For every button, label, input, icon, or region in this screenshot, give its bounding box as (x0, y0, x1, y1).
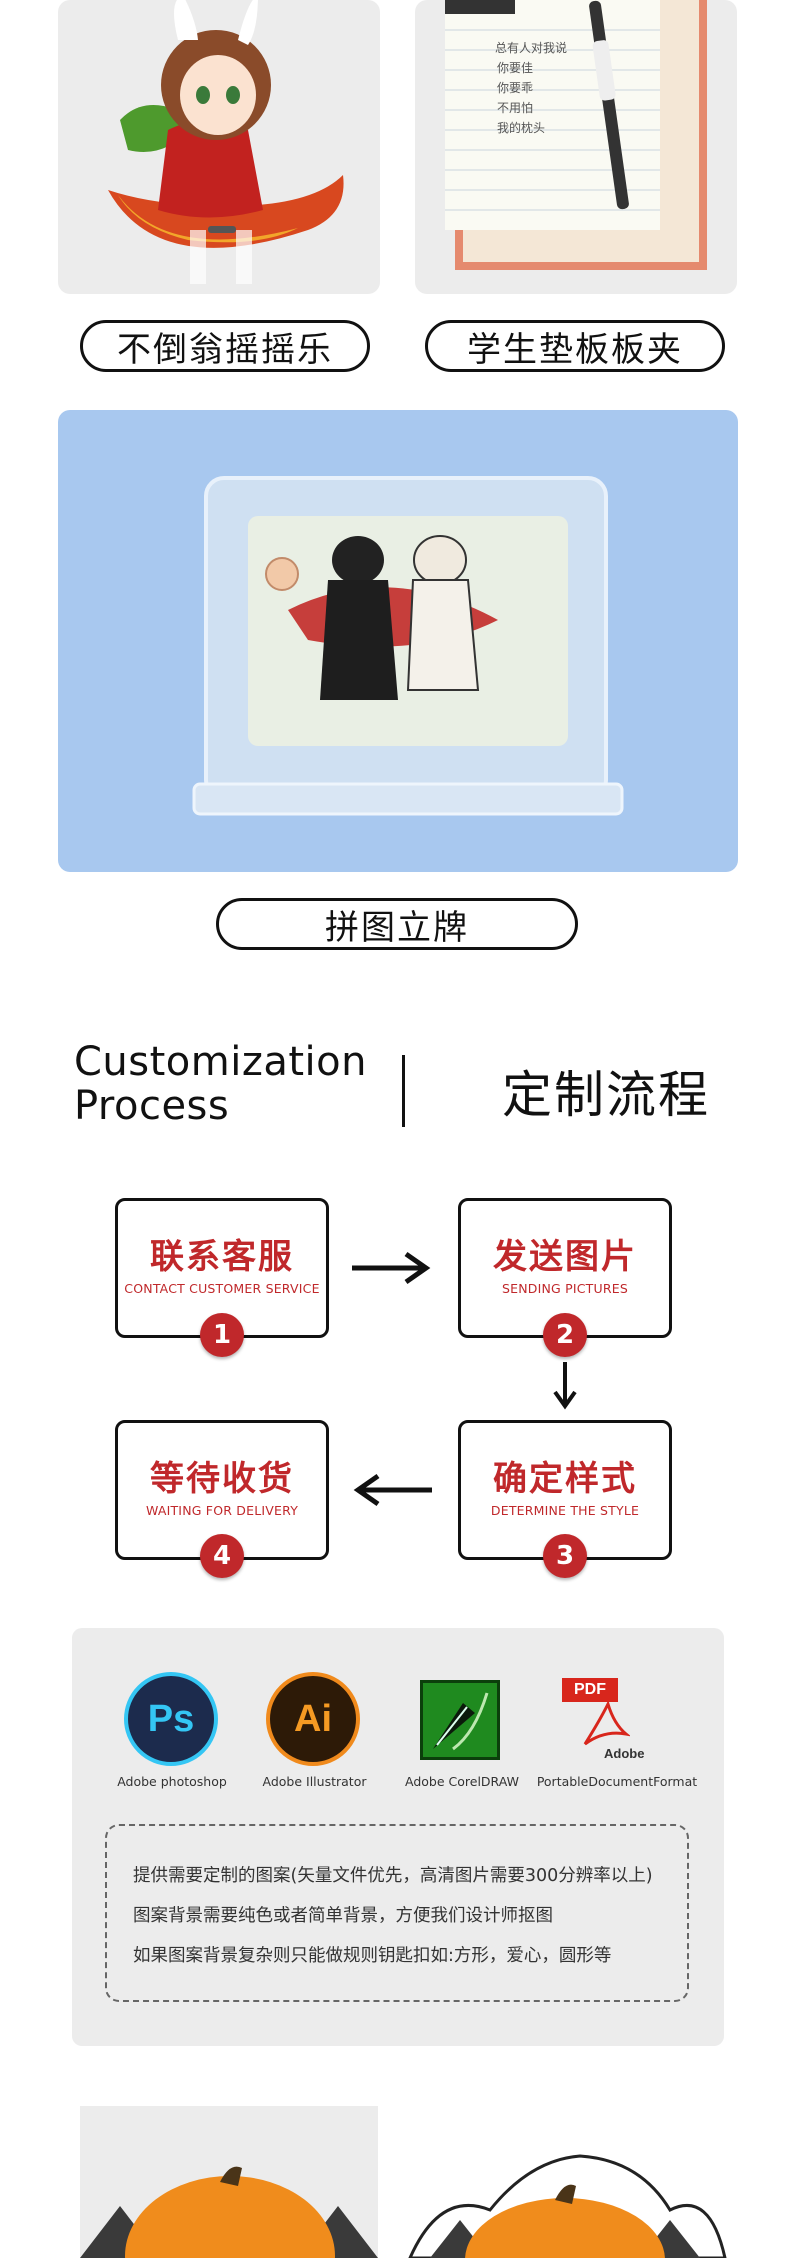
tumbler-label-pill: 不倒翁摇摇乐 (80, 320, 370, 372)
step-title-en: CONTACT CUSTOMER SERVICE (124, 1281, 320, 1296)
pdf-label: PortableDocumentFormat (536, 1774, 698, 1789)
arrow-down-icon (553, 1362, 577, 1410)
puzzle-label: 拼图立牌 (325, 907, 469, 948)
step-title-en: DETERMINE THE STYLE (490, 1503, 640, 1518)
pumpkin-photo (80, 2106, 378, 2258)
arrow-left-icon (353, 1473, 432, 1507)
process-title-cn: 定制流程 (502, 1066, 710, 1124)
puzzle-label-pill: 拼图立牌 (216, 898, 578, 950)
clipboard-note-line: 总有人对我说 (495, 40, 567, 55)
title-divider (402, 1055, 405, 1127)
clipboard-note-line: 你要佳 (497, 61, 533, 75)
step-title-cn: 发送图片 (493, 1237, 637, 1277)
process-title-en-line1: Customization (74, 1039, 367, 1085)
photoshop-glyph: Ps (147, 1697, 195, 1740)
step-number-badge: 4 (200, 1534, 244, 1578)
requirement-line: 提供需要定制的图案(矢量文件优先，高清图片需要300分辨率以上) (133, 1866, 653, 1886)
puzzle-illustration (192, 476, 624, 816)
clipboard-note-line: 你要乖 (497, 81, 533, 95)
clipboard-note-line: 不用怕 (497, 100, 533, 115)
puzzle-photo (58, 410, 738, 872)
step-title-en: SENDING PICTURES (502, 1281, 628, 1296)
acrobat-swirl (583, 1700, 630, 1746)
pumpkin-keychain (400, 2150, 730, 2258)
step-number-badge: 3 (543, 1534, 587, 1578)
coreldraw-label: Adobe CorelDRAW (405, 1774, 519, 1789)
illustrator-glyph: Ai (294, 1697, 332, 1740)
requirement-line: 图案背景需要纯色或者简单背景，方便我们设计师抠图 (133, 1906, 553, 1926)
requirement-line: 如果图案背景复杂则只能做规则钥匙扣如:方形，爱心，圆形等 (133, 1946, 612, 1966)
file-format-panel: Ps Adobe photoshop Ai Adobe Illustrator … (72, 1628, 724, 2046)
photoshop-label: Adobe photoshop (117, 1774, 227, 1789)
pdf-sublabel: Adobe (604, 1746, 645, 1761)
step-title-cn: 等待收货 (150, 1459, 294, 1499)
illustrator-label: Adobe Illustrator (262, 1774, 367, 1789)
clipboard-label: 学生垫板板夹 (467, 329, 683, 370)
step-title-en: WAITING FOR DELIVERY (145, 1503, 299, 1518)
arrow-right-icon (352, 1251, 431, 1285)
clipboard-label-pill: 学生垫板板夹 (425, 320, 725, 372)
pumpkin-keychain-illustration (408, 2154, 727, 2258)
step-number-badge: 2 (543, 1313, 587, 1357)
step-number-badge: 1 (200, 1313, 244, 1357)
tumbler-illustration (108, 0, 344, 284)
pumpkin-illustration (80, 2166, 378, 2258)
process-title-en: Customization Process (74, 1040, 367, 1128)
step-title-cn: 确定样式 (493, 1459, 637, 1499)
step-title-cn: 联系客服 (150, 1237, 294, 1277)
step-contact-service: 联系客服 CONTACT CUSTOMER SERVICE (115, 1198, 329, 1338)
clipboard-photo: 总有人对我说 你要佳 你要乖 不用怕 我的枕头 (415, 0, 737, 294)
photoshop-icon: Ps (124, 1672, 218, 1766)
clipboard-note-line: 我的枕头 (497, 120, 545, 135)
illustrator-icon: Ai (266, 1672, 360, 1766)
pdf-glyph: PDF (562, 1678, 618, 1702)
tumbler-label: 不倒翁摇摇乐 (117, 329, 333, 370)
coreldraw-icon (420, 1680, 500, 1760)
tumbler-photo (58, 0, 380, 294)
pdf-icon: PDF Adobe (562, 1678, 648, 1764)
process-title-en-line2: Process (74, 1083, 230, 1129)
requirements-note-box: 提供需要定制的图案(矢量文件优先，高清图片需要300分辨率以上) 图案背景需要纯… (105, 1824, 689, 2002)
coreldraw-pen-glyph (433, 1692, 489, 1751)
clipboard-illustration: 总有人对我说 你要佳 你要乖 不用怕 我的枕头 (445, 0, 707, 270)
